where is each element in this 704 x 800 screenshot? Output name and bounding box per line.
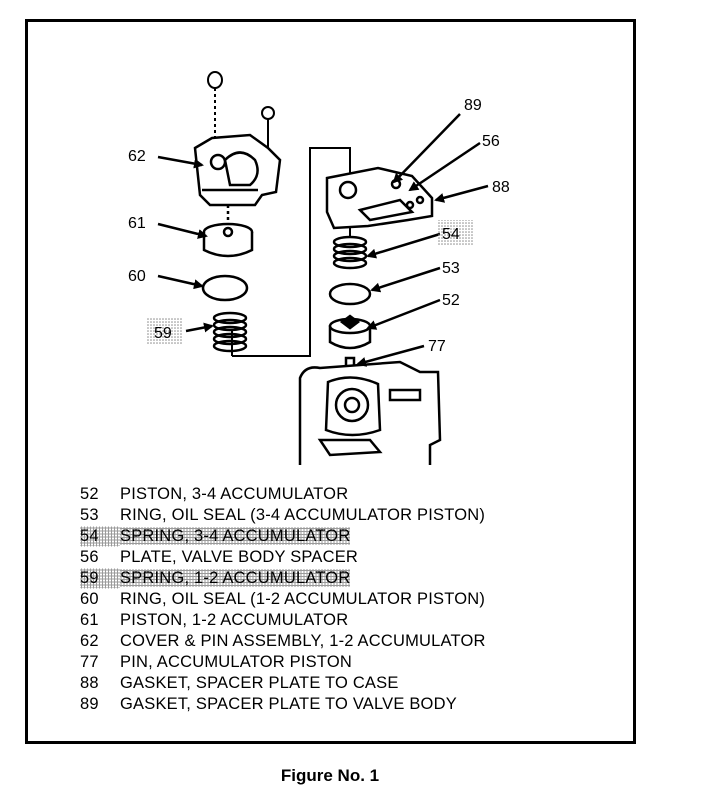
bolt-right [261, 106, 275, 150]
part-description: RING, OIL SEAL (1-2 ACCUMULATOR PISTON) [120, 590, 486, 608]
parts-list-item: 61 PISTON, 1-2 ACCUMULATOR [80, 610, 486, 631]
part-number: 89 [80, 695, 99, 713]
parts-list-item: 62 COVER & PIN ASSEMBLY, 1-2 ACCUMULATOR [80, 631, 486, 652]
ring-53 [328, 282, 372, 306]
callout-60: 60 [128, 268, 146, 285]
part-description: SPRING, 3-4 ACCUMULATOR [120, 527, 351, 545]
part-number: 88 [80, 674, 99, 692]
part-number: 77 [80, 653, 99, 671]
parts-list-item: 89 GASKET, SPACER PLATE TO VALVE BODY [80, 694, 486, 715]
cover-62 [193, 133, 282, 222]
spring-54 [332, 235, 368, 270]
part-description: RING, OIL SEAL (3-4 ACCUMULATOR PISTON) [120, 506, 486, 524]
part-number: 54 [80, 526, 120, 547]
callout-53: 53 [442, 260, 460, 277]
callout-59: 59 [154, 325, 172, 342]
part-description: GASKET, SPACER PLATE TO VALVE BODY [120, 695, 457, 713]
callout-77: 77 [428, 338, 446, 355]
part-number: 60 [80, 590, 99, 608]
callout-61: 61 [128, 215, 146, 232]
parts-list-item: 88 GASKET, SPACER PLATE TO CASE [80, 673, 486, 694]
callout-62: 62 [128, 148, 146, 165]
part-number: 56 [80, 548, 99, 566]
shade-59 [146, 318, 182, 344]
spring-59 [212, 311, 248, 353]
callout-52: 52 [442, 292, 460, 309]
parts-list-item: 56 PLATE, VALVE BODY SPACER [80, 547, 486, 568]
part-description: PISTON, 3-4 ACCUMULATOR [120, 485, 349, 503]
parts-list-item: 52 PISTON, 3-4 ACCUMULATOR [80, 484, 486, 505]
parts-list-item: 60 RING, OIL SEAL (1-2 ACCUMULATOR PISTON… [80, 589, 486, 610]
part-description: SPRING, 1-2 ACCUMULATOR [120, 569, 351, 587]
ring-60 [201, 274, 249, 302]
parts-list-item: 53 RING, OIL SEAL (3-4 ACCUMULATOR PISTON… [80, 505, 486, 526]
part-number: 52 [80, 485, 99, 503]
part-description: PISTON, 1-2 ACCUMULATOR [120, 611, 349, 629]
callout-arrows [157, 113, 489, 367]
bolt-left [207, 71, 223, 140]
spacer-plate-56 [325, 166, 434, 230]
part-description: PLATE, VALVE BODY SPACER [120, 548, 359, 566]
part-number: 62 [80, 632, 99, 650]
part-description: GASKET, SPACER PLATE TO CASE [120, 674, 399, 692]
transmission-case [298, 360, 442, 465]
part-number: 59 [80, 568, 120, 589]
figure-caption: Figure No. 1 [280, 766, 380, 785]
callout-56: 56 [482, 133, 500, 150]
callout-88: 88 [492, 179, 510, 196]
part-number: 53 [80, 506, 99, 524]
parts-list-item: 77 PIN, ACCUMULATOR PISTON [80, 652, 486, 673]
callout-89: 89 [464, 97, 482, 114]
callout-54: 54 [442, 226, 460, 243]
shade-54 [438, 220, 474, 246]
part-description: COVER & PIN ASSEMBLY, 1-2 ACCUMULATOR [120, 632, 486, 650]
part-number: 61 [80, 611, 99, 629]
figure-frame [25, 19, 636, 744]
part-description: PIN, ACCUMULATOR PISTON [120, 653, 352, 671]
piston-52 [328, 314, 372, 350]
piston-61 [202, 222, 254, 258]
